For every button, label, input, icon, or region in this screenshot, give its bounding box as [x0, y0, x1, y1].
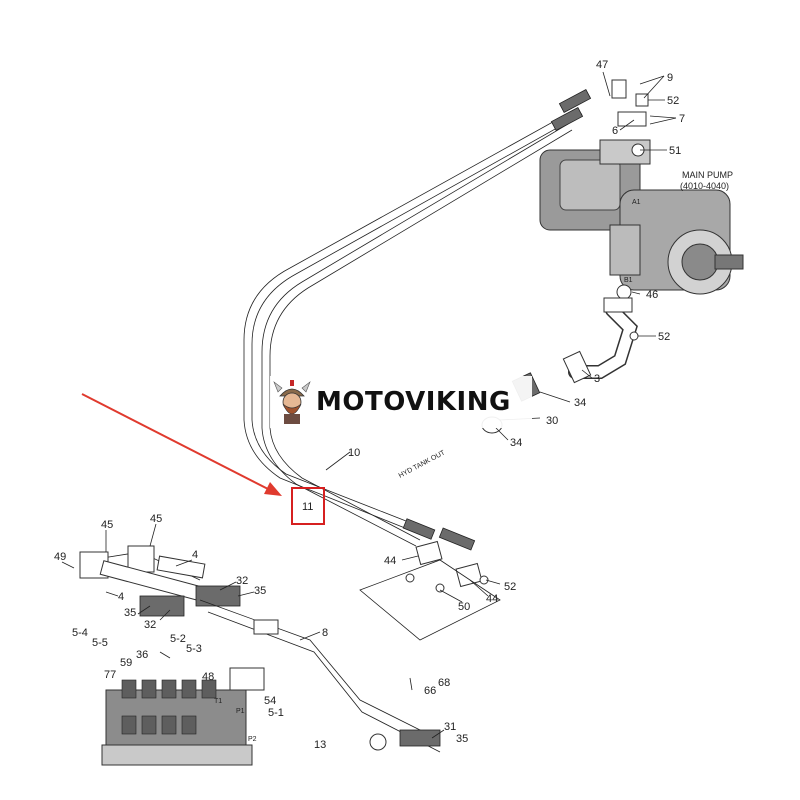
callout-52b: 52 — [658, 331, 670, 343]
pump-label-line1: MAIN PUMP — [682, 170, 733, 180]
hose-assembly-10-11 — [243, 89, 592, 551]
callout-54: 54 — [264, 695, 276, 707]
callout-34a: 34 — [574, 397, 586, 409]
callout-48: 48 — [202, 671, 214, 683]
callout-32a: 32 — [236, 575, 248, 587]
callout-31: 31 — [444, 721, 456, 733]
callout-32b: 32 — [144, 619, 156, 631]
callout-50: 50 — [458, 601, 470, 613]
callout-59: 59 — [120, 657, 132, 669]
hose-fitting-top-2 — [550, 107, 584, 131]
callout-4a: 4 — [192, 549, 198, 561]
callout-3: 3 — [594, 373, 600, 385]
callout-6: 6 — [612, 125, 618, 137]
viking-mascot-logo — [273, 380, 311, 424]
highlight-arrowhead — [264, 482, 282, 496]
callout-4b: 4 — [118, 591, 124, 603]
callout-5-4: 5-4 — [72, 627, 88, 639]
callout-5-2: 5-2 — [170, 633, 186, 645]
callout-51: 51 — [669, 145, 681, 157]
callout-52c: 52 — [504, 581, 516, 593]
callout-52a: 52 — [667, 95, 679, 107]
callout-36: 36 — [136, 649, 148, 661]
callout-47: 47 — [596, 59, 608, 71]
port-a1: A1 — [632, 199, 641, 206]
hose-fitting-top-1 — [558, 89, 592, 113]
tank-label: HYD TANK OUT — [398, 449, 447, 480]
callout-30: 30 — [546, 415, 558, 427]
leader-lines — [61, 71, 677, 739]
callout-5-1: 5-1 — [268, 707, 284, 719]
pump-fittings — [611, 79, 649, 300]
callout-45b: 45 — [150, 513, 162, 525]
callout-68: 68 — [438, 677, 450, 689]
callout-9: 9 — [667, 72, 673, 84]
port-b1: B1 — [624, 277, 633, 284]
port-p2: P2 — [248, 736, 257, 743]
callout-labels: 47 9 52 7 6 51 MAIN PUMP (4010-4040) B1 … — [54, 59, 733, 751]
main-pump — [539, 139, 744, 295]
highlight-box — [291, 487, 325, 525]
hose-fitting-bottom-2 — [402, 518, 436, 540]
brand-name: MOTOVIKING — [316, 387, 511, 417]
callout-7: 7 — [679, 113, 685, 125]
watermark-banner: MOTOVIKING — [270, 376, 532, 428]
callout-10: 10 — [348, 447, 360, 459]
lower-left-assembly — [79, 545, 501, 766]
callout-49: 49 — [54, 551, 66, 563]
callout-35a: 35 — [254, 585, 266, 597]
hose-fitting-bottom-1 — [438, 527, 476, 551]
callout-45a: 45 — [101, 519, 113, 531]
callout-13: 13 — [314, 739, 326, 751]
port-p1: P1 — [236, 708, 245, 715]
highlight-annotation — [81, 393, 325, 525]
callout-8: 8 — [322, 627, 328, 639]
callout-35c: 35 — [456, 733, 468, 745]
callout-46: 46 — [646, 289, 658, 301]
callout-35b: 35 — [124, 607, 136, 619]
callout-44b: 44 — [486, 593, 498, 605]
callout-66: 66 — [424, 685, 436, 697]
callout-5-5: 5-5 — [92, 637, 108, 649]
callout-5-3: 5-3 — [186, 643, 202, 655]
flange-fittings-lower — [405, 540, 489, 593]
callout-11: 11 — [302, 501, 313, 513]
callout-44a: 44 — [384, 555, 396, 567]
callout-77: 77 — [104, 669, 116, 681]
callout-34b: 34 — [510, 437, 522, 449]
pump-label-line2: (4010-4040) — [680, 181, 729, 191]
port-t1: T1 — [214, 698, 222, 705]
highlight-arrow — [81, 393, 271, 491]
